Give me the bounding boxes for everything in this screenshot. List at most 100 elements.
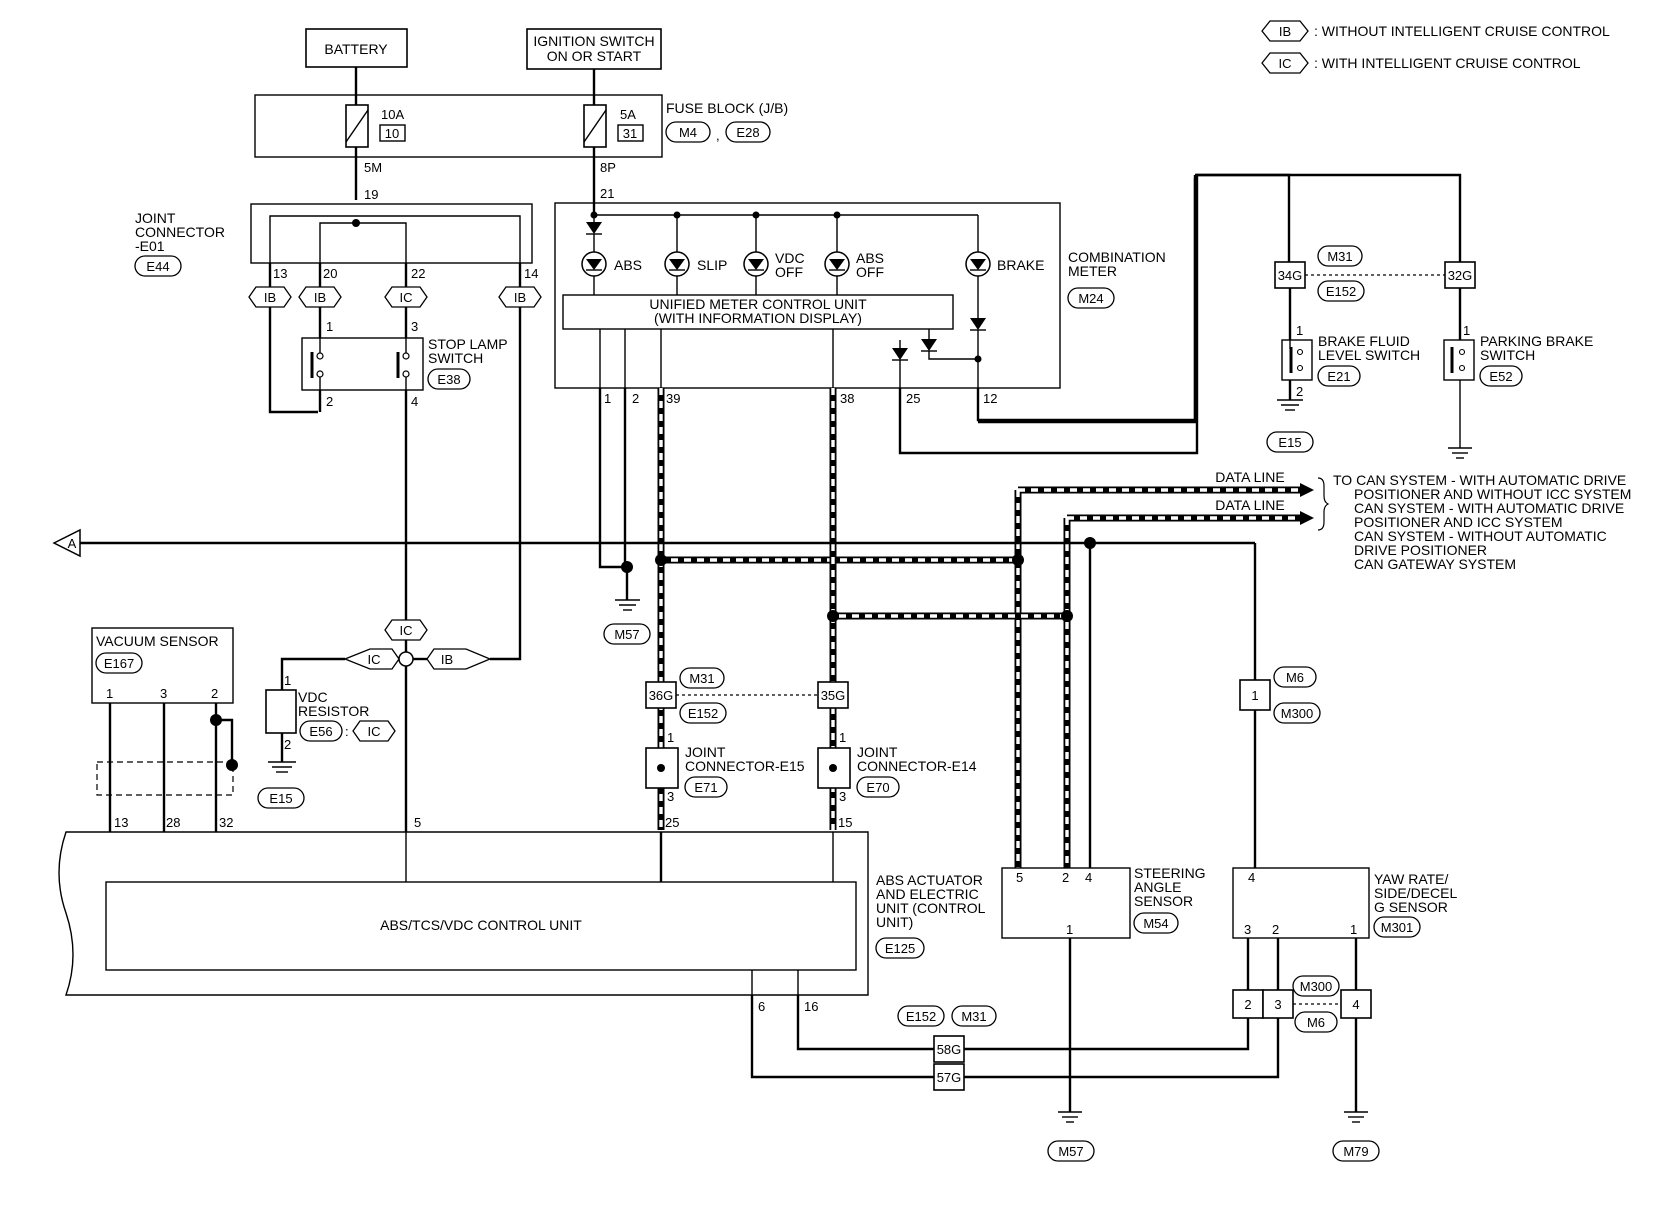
mid-conn-e152: E152: [688, 706, 718, 721]
jc-e15-label-1: JOINT: [685, 744, 726, 760]
steering-conn: M54: [1143, 916, 1168, 931]
yaw-pin-2: 2: [1272, 922, 1279, 937]
to-can-line-6: DRIVE POSITIONER: [1354, 542, 1487, 558]
connector-m6-m300: 1 M6 M300: [1239, 666, 1321, 868]
parking-brake-label-2: SWITCH: [1480, 347, 1535, 363]
lamp-absoff-label-1: ABS: [856, 250, 884, 266]
meter-wiring: M57: [598, 173, 1462, 645]
to-can-line-2: POSITIONER AND WITHOUT ICC SYSTEM: [1354, 486, 1631, 502]
ignition-label-2: ON OR START: [547, 48, 642, 64]
lamp-vdc-label-1: VDC: [775, 250, 805, 266]
to-can-line-7: CAN GATEWAY SYSTEM: [1354, 556, 1516, 572]
jc-e01-label-2: CONNECTOR: [135, 224, 225, 240]
vdc-resistor-pin-2: 2: [284, 737, 291, 752]
stop-lamp-label-1: STOP LAMP: [428, 336, 508, 352]
legend-ic-text: : WITH INTELLIGENT CRUISE CONTROL: [1314, 55, 1581, 71]
vdc-resistor-label-2: RESISTOR: [298, 703, 369, 719]
joint-connector-e01: JOINT CONNECTOR -E01 E44 19 13 20 22 14: [134, 187, 538, 281]
lamp-slip: SLIP: [664, 215, 727, 295]
vacuum-pin-1: 1: [106, 686, 113, 701]
jc-e01-label-3: -E01: [135, 238, 165, 254]
steering-pin-5: 5: [1016, 870, 1023, 885]
jc-e15-conn: E71: [694, 780, 717, 795]
svg-text:,: ,: [716, 128, 720, 143]
meter-pin-2: 2: [632, 391, 639, 406]
yaw-conn-pin-3: 3: [1274, 997, 1281, 1012]
vdc-resistor-pin-1: 1: [284, 673, 291, 688]
vdc-resistor-ic-tag: IC: [368, 724, 381, 739]
jc-pin-13: 13: [273, 266, 287, 281]
parking-brake-conn: E52: [1489, 369, 1512, 384]
abs-pin-15: 15: [838, 815, 852, 830]
lamp-abs-label: ABS: [614, 257, 642, 273]
meter-title-2: METER: [1068, 263, 1117, 279]
m6-pin-1: 1: [1251, 688, 1258, 703]
vacuum-pin-3: 3: [160, 686, 167, 701]
meter-pin-39: 39: [666, 391, 680, 406]
to-can-line-1: TO CAN SYSTEM - WITH AUTOMATIC DRIVE: [1333, 472, 1626, 488]
meter-pin-38: 38: [840, 391, 854, 406]
lamp-brake-label: BRAKE: [997, 257, 1044, 273]
fuse-block-conn-1: M4: [679, 125, 697, 140]
jc-e01-conn: E44: [146, 259, 169, 274]
yaw-label-3: G SENSOR: [1374, 899, 1448, 915]
joint-connector-e15: 1 3 JOINT CONNECTOR-E15 E71: [645, 730, 805, 804]
steering-pin-4: 4: [1085, 870, 1092, 885]
ignition-label-1: IGNITION SWITCH: [533, 33, 654, 49]
stop-lamp-switch: 1 2 3 4 STOP LAMP SWITCH E38: [268, 307, 508, 414]
meter-pin-21: 21: [600, 186, 614, 201]
meter-pin-12: 12: [983, 391, 997, 406]
brake-fluid-pin-1: 1: [1296, 323, 1303, 338]
can-data-lines: DATA LINE DATA LINE TO CAN SYSTEM - WITH…: [655, 388, 1631, 868]
jc-e15-pin-3: 3: [667, 789, 674, 804]
parking-brake-pin-1: 1: [1463, 323, 1470, 338]
lamp-vdc-label-2: OFF: [775, 264, 803, 280]
data-line-label-1: DATA LINE: [1215, 469, 1285, 485]
parking-brake-switch: 1 PARKING BRAKE SWITCH E52: [1443, 288, 1593, 459]
jc-e14-pin-1: 1: [839, 730, 846, 745]
jc-e14-label-1: JOINT: [857, 744, 898, 760]
abs-pin-25: 25: [665, 815, 679, 830]
bottom-conn-m31: M31: [961, 1009, 986, 1024]
tag-ic-22: IC: [400, 290, 413, 305]
tag-ic-resistor-left: IC: [368, 652, 381, 667]
vacuum-sensor: VACUUM SENSOR E167 1 3 2: [91, 627, 238, 832]
option-tags-top: IB IB IC IB: [248, 263, 542, 308]
stop-lamp-pin-1: 1: [326, 319, 333, 334]
ref-a-label: A: [68, 536, 77, 551]
pin-32g: 32G: [1448, 268, 1473, 283]
brake-fluid-label-2: LEVEL SWITCH: [1318, 347, 1420, 363]
yaw-conn-pin-4: 4: [1352, 997, 1359, 1012]
meter-title-1: COMBINATION: [1068, 249, 1166, 265]
ignition-switch: IGNITION SWITCH ON OR START: [526, 28, 662, 70]
fuse-1-amp: 10A: [381, 107, 404, 122]
steering-pin-2: 2: [1062, 870, 1069, 885]
top-conn-e152: E152: [1326, 284, 1356, 299]
abs-control-unit: ABS/TCS/VDC CONTROL UNIT 13 28 32 5 25 1…: [58, 815, 986, 1014]
jc-pin-19: 19: [364, 187, 378, 202]
yaw-pin-4: 4: [1248, 870, 1255, 885]
yaw-conn-pin-2: 2: [1244, 997, 1251, 1012]
stop-lamp-label-2: SWITCH: [428, 350, 483, 366]
ground-m79: M79: [1343, 1144, 1368, 1159]
brake-fluid-conn: E21: [1327, 369, 1350, 384]
meter-pin-1: 1: [604, 391, 611, 406]
fuse-2-amp: 5A: [620, 107, 636, 122]
abs-unit-conn: E125: [885, 941, 915, 956]
meter-unit-label-1: UNIFIED METER CONTROL UNIT: [649, 296, 867, 312]
meter-pin-25: 25: [906, 391, 920, 406]
legend: IB : WITHOUT INTELLIGENT CRUISE CONTROL …: [1261, 20, 1610, 74]
abs-side-label-2: AND ELECTRIC: [876, 886, 979, 902]
yaw-rate-sensor: 4 3 2 1 YAW RATE/ SIDE/DECEL G SENSOR M3…: [1232, 867, 1457, 990]
jc-pin-22: 22: [411, 266, 425, 281]
mid-conn-m31: M31: [689, 671, 714, 686]
abs-unit-title: ABS/TCS/VDC CONTROL UNIT: [380, 917, 582, 933]
ref-line-a: A: [52, 528, 1257, 868]
brake-fluid-level-switch: 1 2 BRAKE FLUID LEVEL SWITCH E21 E15: [1266, 288, 1420, 453]
m6-conn-label: M6: [1286, 670, 1304, 685]
jc-e01-label-1: JOINT: [135, 210, 176, 226]
stop-lamp-conn: E38: [437, 372, 460, 387]
stop-lamp-pin-4: 4: [411, 394, 418, 409]
legend-ic-code: IC: [1279, 56, 1292, 71]
